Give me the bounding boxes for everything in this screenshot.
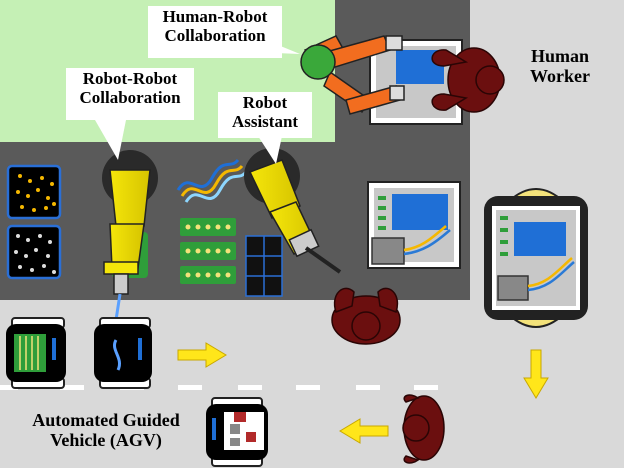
parts-bin-white bbox=[6, 224, 62, 280]
human-worker-icon bbox=[402, 394, 445, 464]
callout-robot-robot-line2: Collaboration bbox=[79, 87, 181, 107]
label-human-worker-line1: Human bbox=[530, 46, 590, 66]
callout-robot-robot: Robot-Robot Collaboration bbox=[66, 68, 194, 120]
label-human-worker-line2: Worker bbox=[530, 66, 590, 87]
cable-icon bbox=[176, 158, 248, 203]
component-tray bbox=[245, 235, 283, 297]
callout-pointer bbox=[258, 136, 282, 164]
callout-human-robot-line1: Human-Robot bbox=[162, 7, 268, 26]
callout-robot-robot-line1: Robot-Robot bbox=[82, 69, 178, 88]
workstation-icon bbox=[367, 181, 461, 269]
callout-robot-assistant-line2: Assistant bbox=[231, 111, 299, 131]
arrow-icon bbox=[177, 342, 549, 444]
callout-robot-assistant: Robot Assistant bbox=[218, 92, 312, 138]
mobile-workstation bbox=[484, 188, 588, 328]
robot-arm-icon bbox=[244, 148, 342, 274]
label-agv-line1: Automated Guided bbox=[32, 410, 180, 430]
human-worker-icon bbox=[331, 287, 401, 345]
label-agv: Automated Guided Vehicle (AGV) bbox=[16, 410, 196, 450]
label-agv-line2: Vehicle (AGV) bbox=[50, 430, 162, 451]
callout-pointer bbox=[95, 120, 126, 160]
parts-bin-yellow bbox=[6, 164, 62, 220]
callout-human-robot-line2: Collaboration bbox=[164, 25, 266, 45]
robot-arm-icon bbox=[102, 150, 158, 355]
robot-arm-icon bbox=[300, 35, 405, 115]
agv-icon bbox=[6, 317, 66, 389]
pcb-icon bbox=[180, 218, 236, 284]
callout-human-robot: Human-Robot Collaboration bbox=[148, 6, 282, 58]
agv-icon bbox=[206, 397, 268, 467]
agv-icon bbox=[94, 317, 152, 389]
callout-robot-assistant-line1: Robot bbox=[242, 93, 288, 112]
human-worker-icon bbox=[431, 47, 505, 113]
label-human-worker: Human Worker bbox=[516, 46, 604, 86]
